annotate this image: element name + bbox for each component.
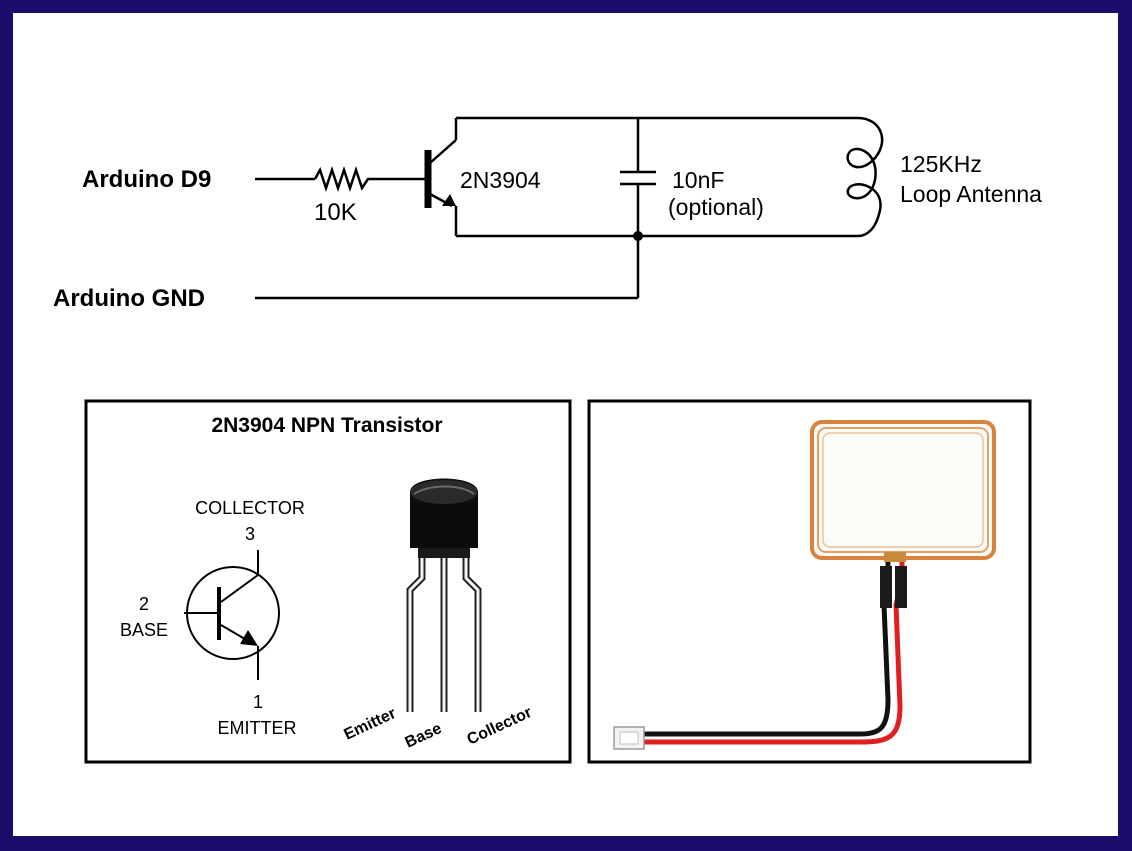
antenna-coil-card xyxy=(810,420,996,560)
symbol-emitter-arrow xyxy=(240,630,258,646)
base-label: BASE xyxy=(120,620,168,640)
transistor-collector-lead xyxy=(429,139,457,164)
resistor-symbol xyxy=(313,166,372,192)
pinout-panel: 2N3904 NPN Transistor COLLECTOR 3 2 BASE… xyxy=(84,399,572,764)
schematic xyxy=(255,116,884,300)
emitter-pin: 1 xyxy=(253,692,263,712)
label-arduino-d9: Arduino D9 xyxy=(82,166,211,193)
label-antenna: Loop Antenna xyxy=(900,181,1042,207)
to92-package xyxy=(406,478,482,712)
emitter-label: EMITTER xyxy=(218,718,297,738)
label-resistor: 10K xyxy=(314,199,357,226)
label-arduino-gnd: Arduino GND xyxy=(53,285,205,312)
label-transistor: 2N3904 xyxy=(460,167,541,193)
junction-dot xyxy=(633,231,643,241)
label-antenna-freq: 125KHz xyxy=(900,151,982,177)
pinout-title: 2N3904 NPN Transistor xyxy=(211,414,442,437)
base-pin: 2 xyxy=(139,594,149,614)
antenna-photo-panel xyxy=(587,399,1032,764)
coil-solder-tab xyxy=(884,552,906,562)
pinout-panel-border xyxy=(84,399,572,764)
label-capacitor-note: (optional) xyxy=(668,194,764,220)
label-capacitor-value: 10nF xyxy=(672,167,724,193)
antenna-coil xyxy=(846,116,884,238)
antenna-wire-black xyxy=(640,562,891,737)
collector-label: COLLECTOR xyxy=(195,498,305,518)
transistor-emitter-arrow xyxy=(442,194,456,206)
antenna-wire-red xyxy=(640,562,905,745)
collector-pin: 3 xyxy=(245,524,255,544)
